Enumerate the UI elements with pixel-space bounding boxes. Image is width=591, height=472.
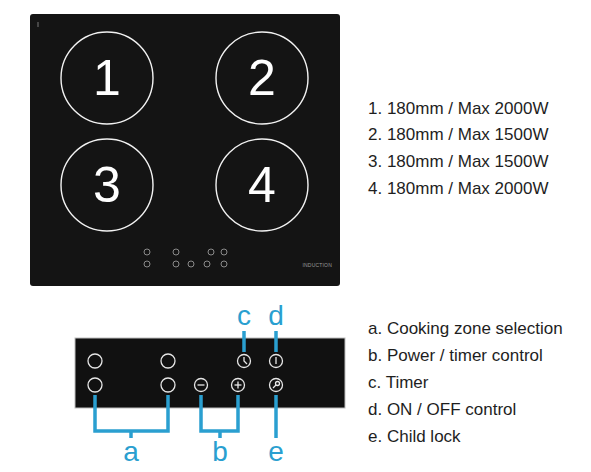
leader-d [274, 331, 278, 352]
hob-touch-icons [144, 249, 227, 267]
hob-mark [38, 22, 39, 27]
spec-line: 2. 180mm / Max 1500W [368, 126, 548, 143]
callout-letter: a [123, 438, 139, 466]
panel-strip [75, 338, 345, 408]
key-entry: d. ON / OFF control [368, 401, 516, 418]
key-entry: b. Power / timer control [368, 347, 543, 364]
leader-a [129, 431, 133, 438]
zone-number: 2 [248, 53, 276, 103]
zone-ring [61, 139, 153, 231]
brand-mark: INDUCTION [302, 263, 332, 268]
bracket-b [201, 395, 238, 431]
key-entry: e. Child lock [368, 428, 461, 445]
callout-letter: e [268, 438, 284, 466]
leader-c [242, 331, 246, 352]
panel-icons [88, 354, 283, 392]
cooking-zone: 1 [60, 31, 154, 125]
induction-hob: INDUCTION 1 2 3 4 [30, 14, 340, 286]
cooking-zone: 3 [60, 138, 154, 232]
spec-line: 4. 180mm / Max 2000W [368, 180, 548, 197]
callout-letter: c [237, 302, 251, 330]
leader-e [274, 395, 278, 438]
key-entry: a. Cooking zone selection [368, 320, 563, 337]
zone-ring [216, 139, 308, 231]
bracket-a [95, 395, 168, 431]
zone-number: 1 [93, 53, 121, 103]
zone-ring [61, 32, 153, 124]
cooking-zone: 4 [215, 138, 309, 232]
spec-line: 3. 180mm / Max 1500W [368, 153, 548, 170]
cooking-zone: 2 [215, 31, 309, 125]
callout-letter: d [268, 302, 284, 330]
leader-b [218, 431, 222, 438]
callout-leaders [95, 331, 276, 438]
spec-line: 1. 180mm / Max 2000W [368, 100, 548, 117]
zone-ring [216, 32, 308, 124]
zone-number: 4 [248, 160, 276, 210]
key-entry: c. Timer [368, 374, 428, 391]
zone-number: 3 [93, 160, 121, 210]
control-panel [75, 338, 345, 408]
callout-letter: b [212, 438, 228, 466]
